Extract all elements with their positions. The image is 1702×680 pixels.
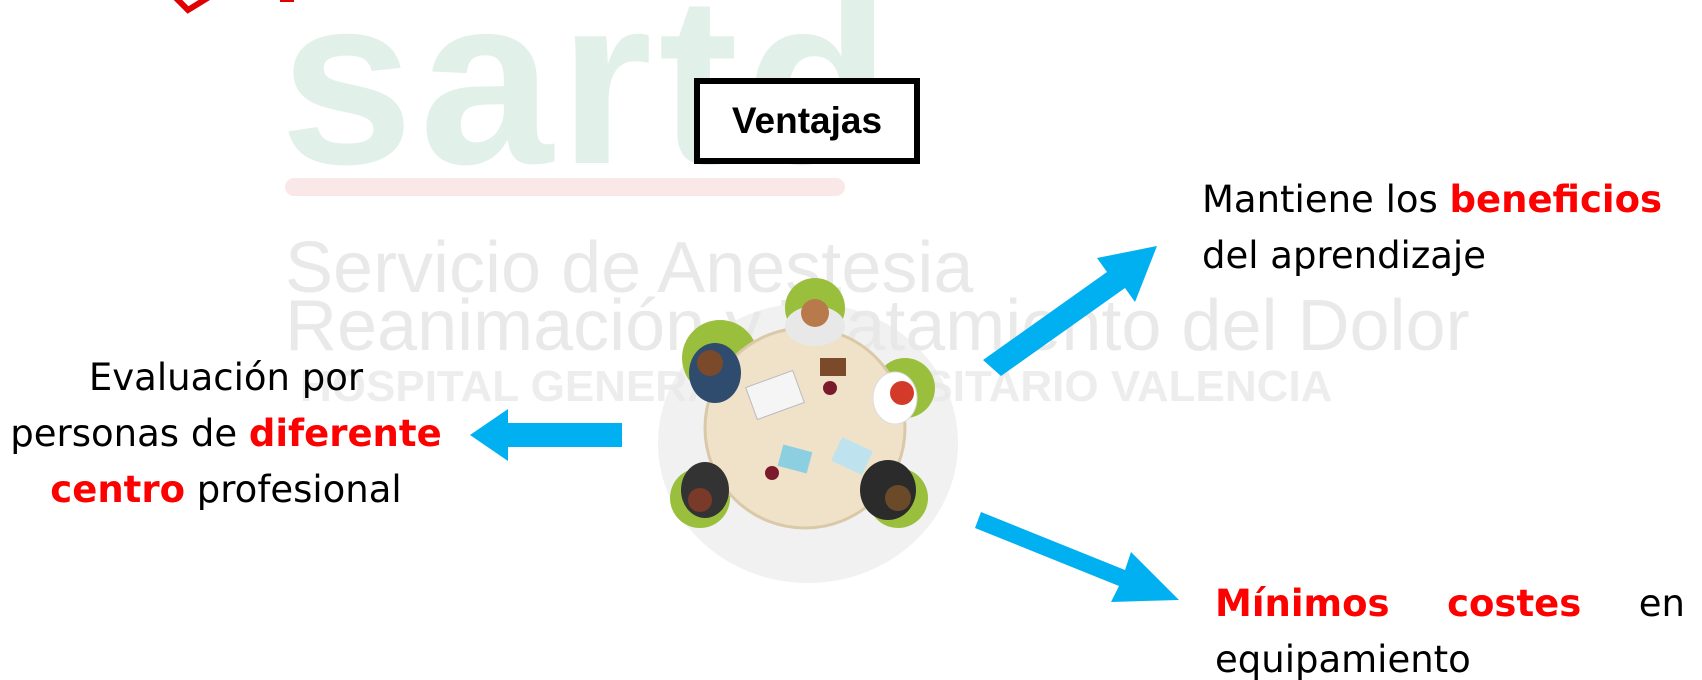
left-line3-highlight: centro [50,468,186,511]
person-top [785,299,845,346]
left-line2-pre: personas de [10,412,249,455]
left-line3-post: profesional [185,468,402,511]
top-right-pre: Mantiene los [1202,178,1450,221]
arrow-top-right-icon [983,246,1157,376]
bottom-right-line1: Mínimos costes en [1215,576,1685,632]
arrow-bottom-right-icon [975,512,1179,602]
meeting-table-illustration [658,278,958,583]
watermark-line1: Servicio de Anestesia [285,228,974,308]
title-text: Ventajas [731,100,883,141]
bottom-right-highlight-2: costes [1447,582,1582,625]
corner-mark [280,0,294,2]
left-line3: centro profesional [0,462,452,518]
watermark-bar [285,178,845,196]
bottom-right-text: Mínimos costes en equipamiento [1215,576,1685,680]
bottom-right-highlight-1: Mínimos [1215,582,1390,625]
top-right-line2: del aprendizaje [1202,234,1486,277]
top-right-text: Mantiene los beneficios del aprendizaje [1202,172,1702,284]
left-line2: personas de diferente [0,406,452,462]
bottom-right-word: en [1638,582,1685,625]
title-box: Ventajas [694,78,920,164]
left-line1: Evaluación por [88,356,364,399]
bottom-right-line2: equipamiento [1215,638,1471,680]
arrow-left-icon [470,409,622,461]
left-line2-highlight: diferente [248,412,442,455]
left-text: Evaluación por personas de diferente cen… [0,350,452,518]
top-right-highlight: beneficios [1449,178,1663,221]
corner-arrow-icon [173,0,210,14]
top-right-line1: Mantiene los beneficios [1202,172,1702,228]
